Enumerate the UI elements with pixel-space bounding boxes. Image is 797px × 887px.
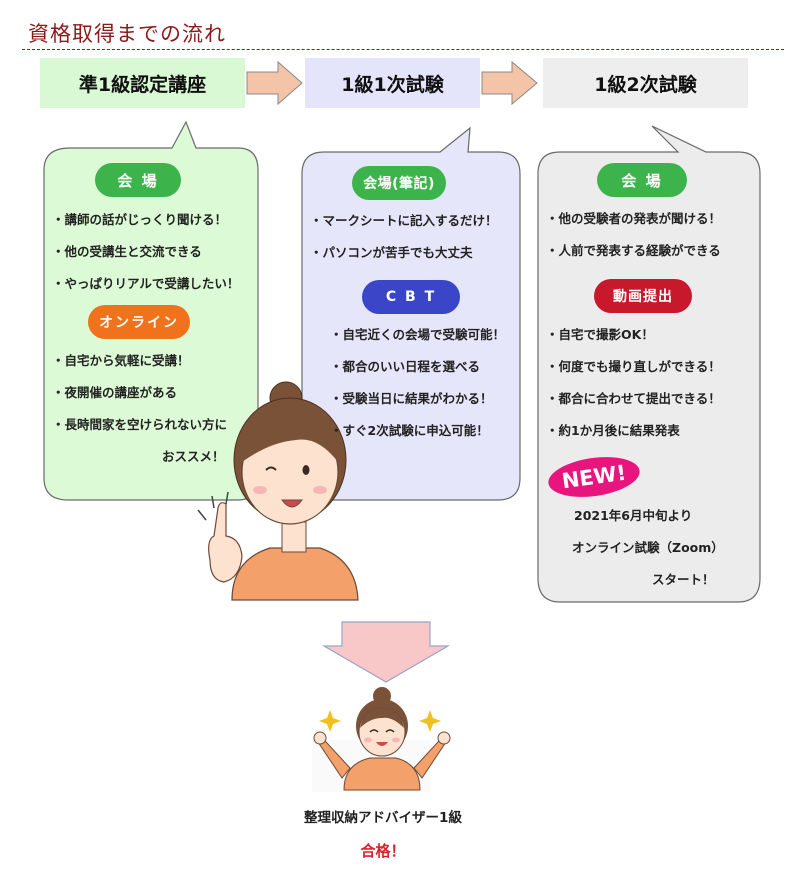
qualification-name: 整理収納アドバイザー1級 <box>304 810 462 826</box>
exam2-new-line: スタート！ <box>652 572 715 587</box>
pass-label: 合格！ <box>360 842 406 860</box>
exam1-cbt-item: ・受験当日に結果がわかる！ <box>330 391 493 406</box>
exam2-video-item: ・自宅で撮影OK！ <box>546 327 654 342</box>
exam2-video-pill: 動画提出 <box>594 279 692 313</box>
exam2-venue-item: ・他の受験者の発表が聞ける！ <box>546 211 722 226</box>
arrow-right-icon <box>481 60 538 106</box>
title-divider <box>22 49 784 50</box>
course-online-item: ・夜開催の講座がある <box>52 385 178 400</box>
exam1-venue-item: ・パソコンが苦手でも大丈夫 <box>310 245 473 260</box>
exam1-cbt-item: ・自宅近くの会場で受験可能！ <box>330 327 506 342</box>
course-venue-pill: 会 場 <box>95 163 181 197</box>
exam1-venue-pill: 会場(筆記) <box>352 166 446 200</box>
step-exam1: 1級1次試験 <box>305 58 480 108</box>
page-title: 資格取得までの流れ <box>28 22 226 46</box>
exam2-new-line: オンライン試験（Zoom） <box>572 540 724 555</box>
course-online-item: ・長時間家を空けられない方に <box>52 417 228 432</box>
arrow-right-icon <box>246 60 303 106</box>
exam1-venue-item: ・マークシートに記入するだけ！ <box>310 213 498 228</box>
course-online-tail: おススメ！ <box>162 449 225 464</box>
course-venue-item: ・やっぱりリアルで受講したい！ <box>52 276 240 291</box>
step-exam2: 1級2次試験 <box>543 58 748 108</box>
woman-pointing-illustration <box>197 381 359 601</box>
course-online-pill: オンライン <box>88 305 190 339</box>
exam2-video-item: ・何度でも撮り直しができる！ <box>546 359 721 374</box>
course-venue-item: ・講師の話がじっくり聞ける！ <box>52 212 228 227</box>
exam2-video-item: ・都合に合わせて提出できる！ <box>546 391 721 406</box>
exam2-new-line: 2021年6月中旬より <box>574 508 693 523</box>
exam1-cbt-pill: C B T <box>362 280 460 314</box>
arrow-down-icon <box>321 621 451 683</box>
step-course: 準1級認定講座 <box>40 58 245 108</box>
course-online-item: ・自宅から気軽に受講！ <box>52 353 190 368</box>
exam2-venue-pill: 会 場 <box>597 163 687 197</box>
exam1-bubble <box>301 126 521 501</box>
exam1-cbt-item: ・都合のいい日程を選べる <box>330 359 481 374</box>
exam2-venue-item: ・人前で発表する経験ができる <box>546 243 721 258</box>
exam2-video-item: ・約1か月後に結果発表 <box>546 423 680 438</box>
course-venue-item: ・他の受講生と交流できる <box>52 244 202 259</box>
exam1-cbt-item: ・すぐ2次試験に申込可能！ <box>330 423 489 438</box>
woman-cheering-illustration <box>312 687 451 792</box>
